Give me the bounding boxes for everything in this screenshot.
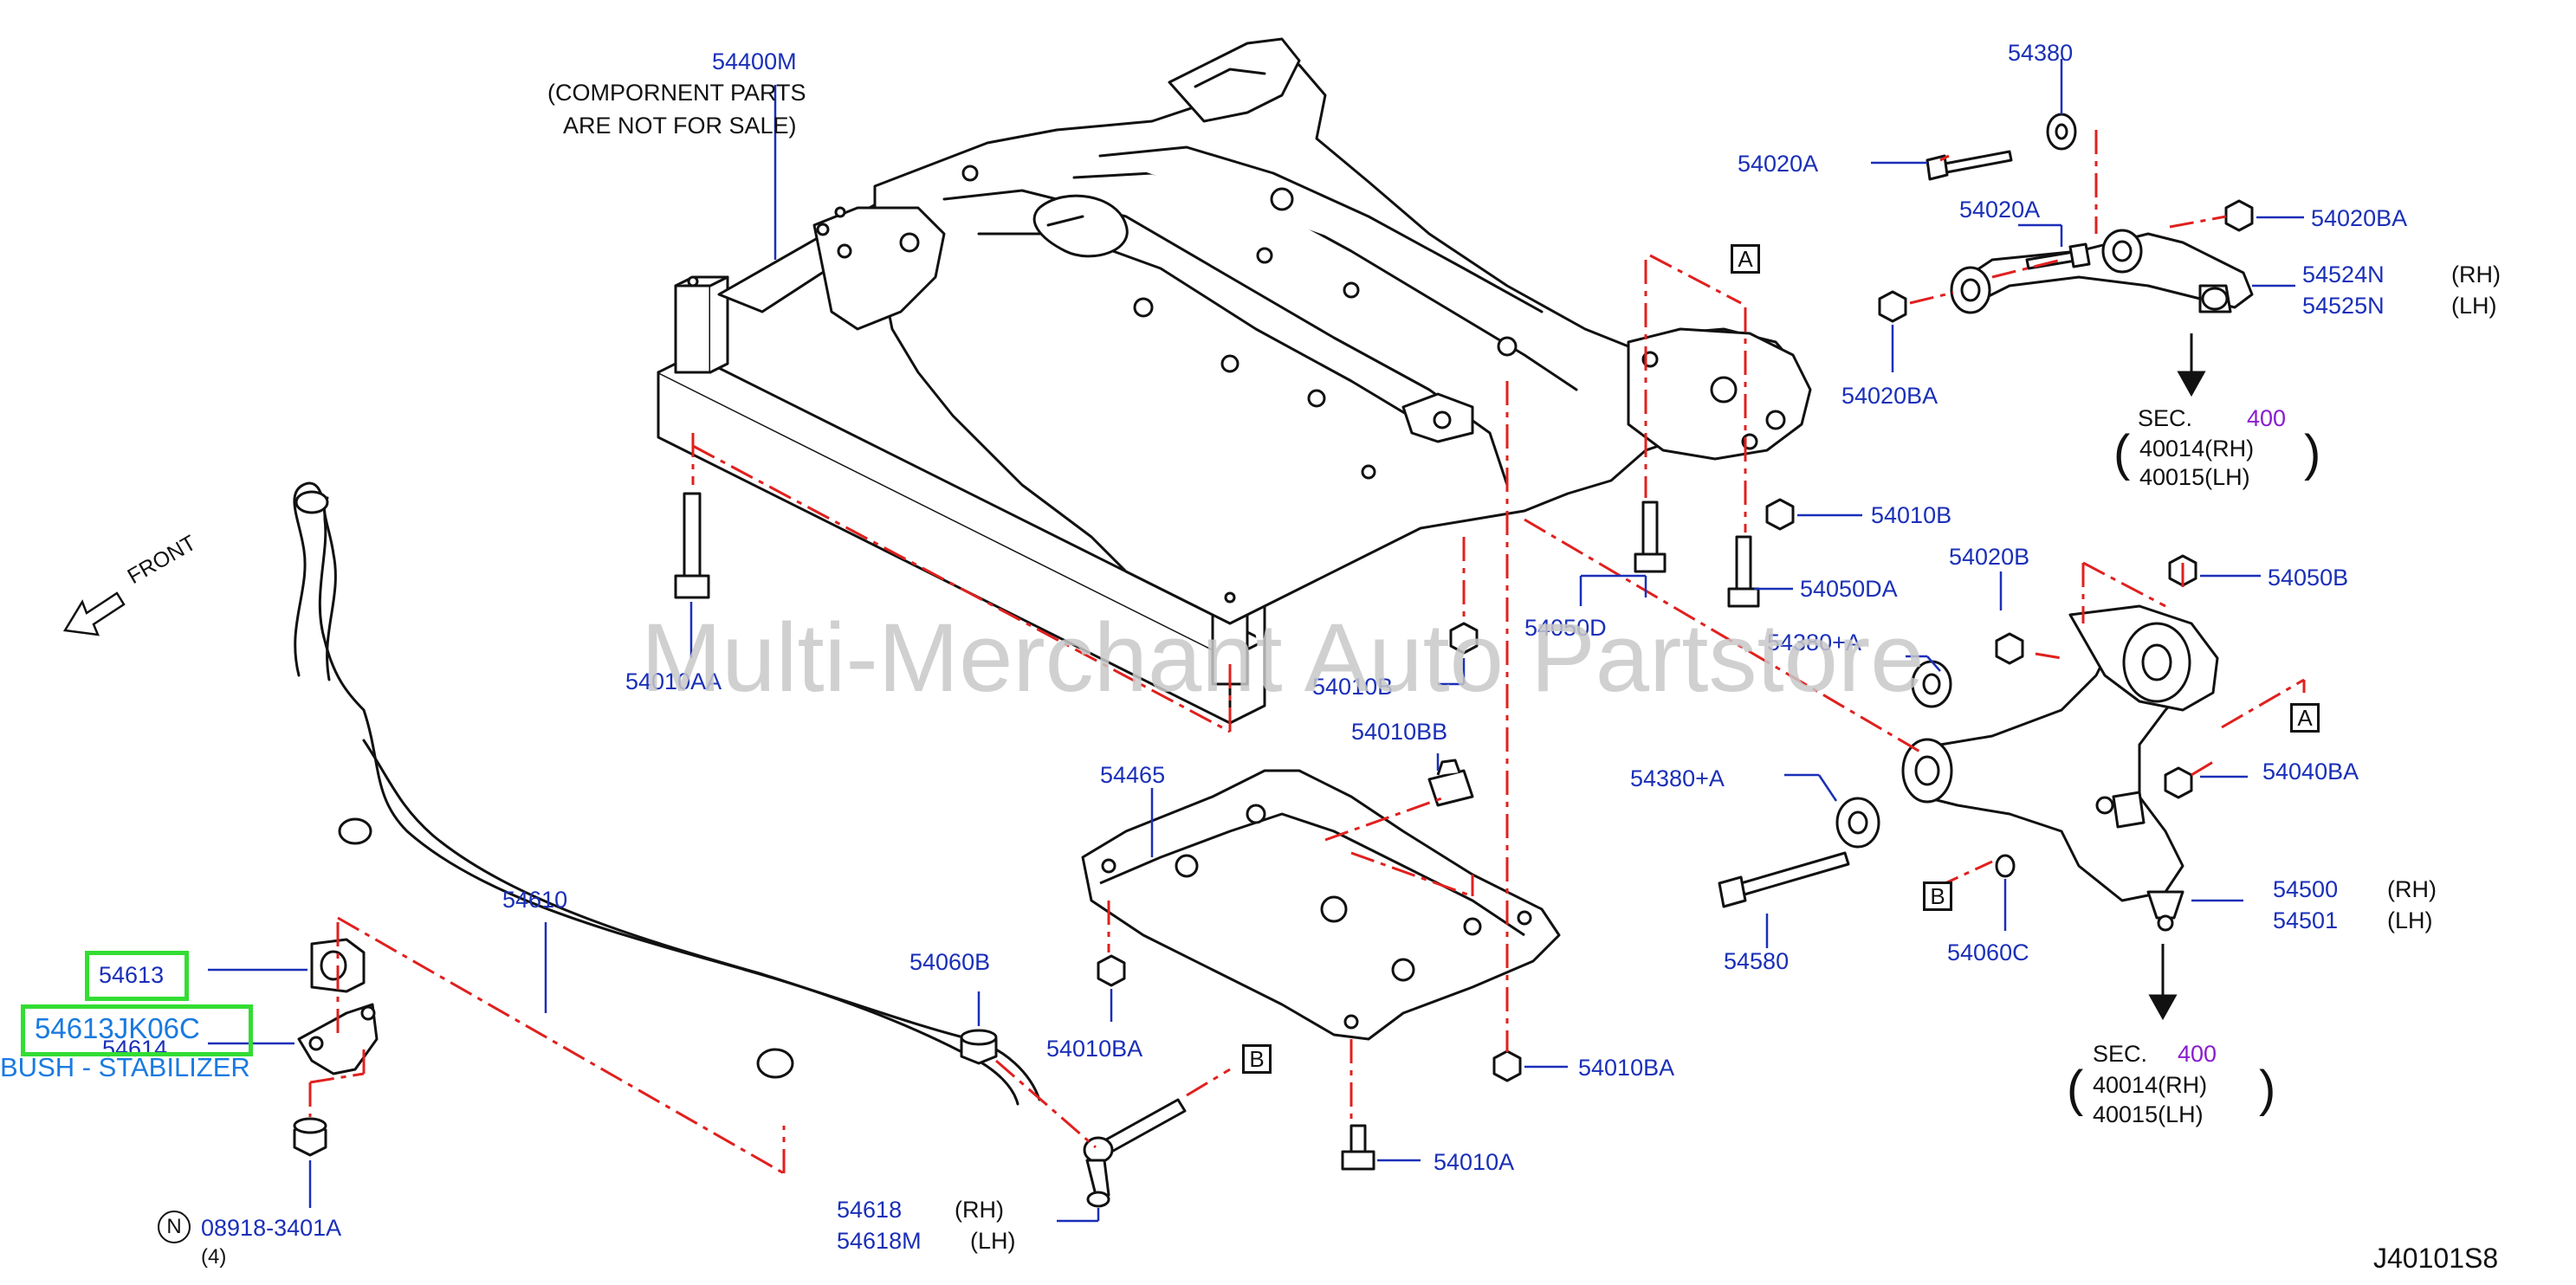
label-54613[interactable]: 54613: [99, 962, 165, 988]
label-54380: 54380: [2008, 40, 2074, 66]
label-54020a-left: 54020A: [1738, 151, 1819, 177]
label-54500: 54500: [2273, 876, 2339, 902]
ref-box-a-upper: A: [1731, 244, 1760, 274]
label-quantity-4: (4): [201, 1245, 227, 1269]
label-54010a: 54010A: [1434, 1149, 1515, 1175]
label-54020a-mid: 54020A: [1959, 197, 2041, 223]
red-alignment-lines: [308, 130, 2306, 1175]
label-bush-stabilizer: BUSH - STABILIZER: [0, 1052, 250, 1082]
front-arrow: [62, 591, 126, 636]
ref-box-b-lower: B: [1923, 881, 1952, 911]
paren-open-lower: (: [2067, 1061, 2084, 1117]
label-54610: 54610: [502, 887, 568, 913]
upper-control-arm: [1878, 113, 2254, 323]
paren-close-upper: ): [2304, 425, 2321, 481]
label-08918-3401a: 08918-3401A: [201, 1215, 342, 1241]
label-54020b: 54020B: [1949, 544, 2030, 570]
label-54618m: 54618M: [837, 1228, 922, 1254]
watermark: Multi-Merchant Auto Partstore: [641, 604, 1925, 712]
label-40014-lower: 40014(RH): [2093, 1072, 2208, 1098]
label-54465: 54465: [1100, 762, 1166, 788]
label-rh-lower-arm: (RH): [2387, 876, 2437, 902]
label-sec-lower-number: 400: [2178, 1041, 2217, 1067]
label-54380a-lower: 54380+A: [1630, 765, 1725, 791]
blue-leader-lines: [208, 59, 2304, 1223]
label-lh-upper-arm: (LH): [2451, 293, 2497, 319]
label-54060c: 54060C: [1947, 940, 2029, 965]
label-40014-upper: 40014(RH): [2139, 436, 2255, 462]
stabilizer-bushing: [293, 938, 379, 1157]
lower-control-arm: [1718, 554, 2219, 932]
label-54010b-mid: 54010B: [1312, 674, 1394, 700]
label-54050d: 54050D: [1524, 615, 1607, 641]
lower-brace-plate: [1081, 759, 1561, 1041]
section-arrows: [2148, 333, 2206, 1021]
stabilizer-bar: [293, 481, 1041, 1106]
paren-open-upper: (: [2113, 425, 2131, 481]
label-sec-upper: SEC.: [2138, 405, 2193, 431]
label-54060b: 54060B: [909, 949, 991, 975]
paren-close-lower: ): [2259, 1061, 2276, 1117]
component-note-line-1: (COMPORNENT PARTS: [547, 80, 806, 106]
label-lh-lower-arm: (LH): [2387, 907, 2433, 933]
label-54020ba-right: 54020BA: [2311, 205, 2408, 231]
label-rh-upper-arm: (RH): [2451, 262, 2501, 287]
label-54380a-upper: 54380+A: [1767, 630, 1861, 655]
ref-box-a-right: A: [2290, 703, 2320, 733]
highlight-54613jk06c: [21, 1004, 253, 1056]
label-54618: 54618: [837, 1197, 903, 1223]
label-rh-link: (RH): [955, 1197, 1004, 1223]
label-54010aa: 54010AA: [625, 668, 722, 694]
diagram-code: J40101S8: [2373, 1243, 2499, 1274]
label-54010b-right: 54010B: [1871, 502, 1952, 528]
label-40015-lower: 40015(LH): [2093, 1101, 2204, 1127]
fasteners: [674, 492, 1795, 1171]
label-54010ba-right: 54010BA: [1578, 1055, 1675, 1081]
label-54010bb: 54010BB: [1351, 719, 1448, 745]
highlight-54613: [85, 951, 189, 1001]
label-54400m: 54400M: [712, 48, 797, 74]
component-note-line-2: ARE NOT FOR SALE): [563, 113, 797, 139]
label-54050b: 54050B: [2268, 565, 2349, 591]
label-54613jk06c[interactable]: 54613JK06C: [35, 1012, 200, 1044]
label-54580: 54580: [1724, 948, 1790, 974]
label-sec-upper-number: 400: [2247, 405, 2287, 431]
label-54614: 54614: [102, 1036, 168, 1062]
label-54524n: 54524N: [2302, 262, 2385, 287]
label-lh-link: (LH): [970, 1228, 1016, 1254]
label-54020ba-lower: 54020BA: [1841, 383, 1938, 409]
label-54040ba: 54040BA: [2262, 759, 2359, 785]
label-54010ba-left: 54010BA: [1046, 1036, 1143, 1062]
label-54525n: 54525N: [2302, 293, 2385, 319]
label-sec-lower: SEC.: [2093, 1041, 2148, 1067]
label-40015-upper: 40015(LH): [2139, 464, 2250, 490]
stabilizer-link: [960, 1029, 1187, 1208]
ref-box-b-bottom: B: [1242, 1044, 1272, 1074]
label-54050da: 54050DA: [1800, 576, 1898, 602]
subframe-drawing: [657, 37, 1812, 725]
label-54501: 54501: [2273, 907, 2339, 933]
n-symbol-circle: N: [158, 1211, 191, 1243]
